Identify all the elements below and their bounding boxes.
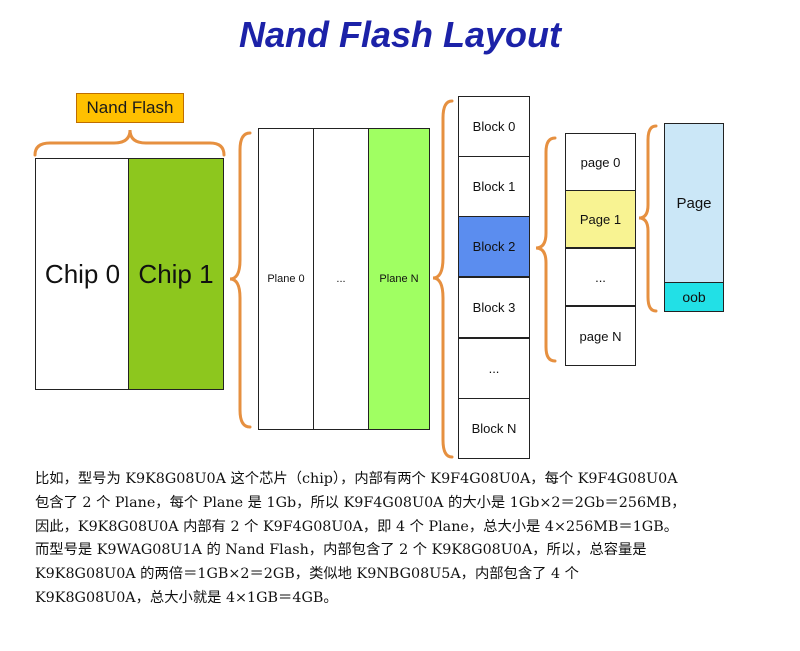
paragraph-line: 比如，型号为 K9K8G08U0A 这个芯片（chip），内部有两个 K9F4G… xyxy=(35,471,678,487)
brace-block xyxy=(535,136,557,363)
chip-0: Chip 0 xyxy=(35,158,130,390)
chip-1: Chip 1 xyxy=(128,158,224,390)
page-n: page N xyxy=(565,306,636,366)
page-oob-area: oob xyxy=(664,282,724,312)
block-n: Block N xyxy=(458,398,530,459)
paragraph-line: 因此，K9K8G08U0A 内部有 2 个 K9F4G08U0A，即 4 个 P… xyxy=(35,518,679,535)
page-ellipsis: ... xyxy=(565,248,636,306)
nand-flash-label: Nand Flash xyxy=(76,93,184,123)
brace-plane xyxy=(432,99,454,459)
paragraph-line: K9K8G08U0A 的两倍＝1GB×2＝2GB，类似地 K9NBG08U5A，… xyxy=(35,566,579,583)
paragraph-line: 而型号是 K9WAG08U1A 的 Nand Flash，内部包含了 2 个 K… xyxy=(35,542,647,559)
description-paragraph: 比如，型号为 K9K8G08U0A 这个芯片（chip），内部有两个 K9F4G… xyxy=(35,468,740,611)
block-0: Block 0 xyxy=(458,96,530,157)
plane-ellipsis: ... xyxy=(313,128,369,430)
page-data-area: Page xyxy=(664,123,724,283)
plane-n: Plane N xyxy=(368,128,430,430)
paragraph-line: 包含了 2 个 Plane，每个 Plane 是 1Gb，所以 K9F4G08U… xyxy=(35,494,686,511)
block-3: Block 3 xyxy=(458,277,530,338)
brace-page xyxy=(638,124,658,313)
brace-nand-flash xyxy=(33,129,226,157)
block-2: Block 2 xyxy=(458,216,530,277)
page-0: page 0 xyxy=(565,133,636,191)
paragraph-line: K9K8G08U0A，总大小就是 4×1GB＝4GB。 xyxy=(35,589,338,606)
plane-0: Plane 0 xyxy=(258,128,314,430)
page-1: Page 1 xyxy=(565,190,636,248)
page-title: Nand Flash Layout xyxy=(238,14,562,55)
block-1: Block 1 xyxy=(458,156,530,217)
block-ellipsis: ... xyxy=(458,338,530,399)
brace-chip xyxy=(229,131,252,429)
